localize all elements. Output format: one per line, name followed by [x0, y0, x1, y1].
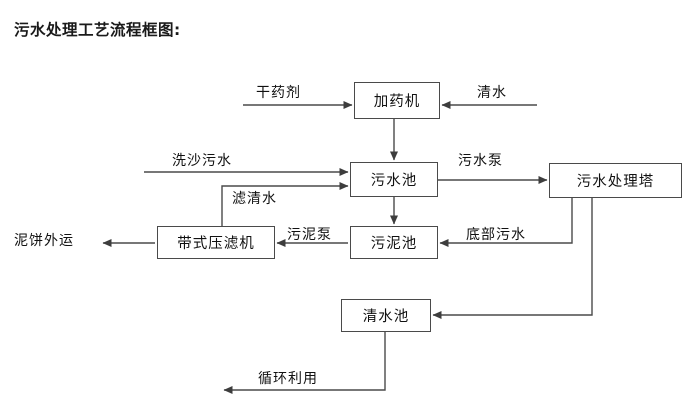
node-wastewater-pool-label: 污水池: [370, 173, 418, 189]
node-sludge-pool[interactable]: 污泥池: [350, 226, 438, 259]
page-title: 污水处理工艺流程框图:: [14, 21, 181, 39]
edge-label-filtered-water: 滤清水: [232, 191, 277, 207]
edge-bottom-sewage-to-sludge-pool: [439, 198, 573, 247]
node-dosing-machine-label: 加药机: [373, 94, 421, 110]
edge-label-clean-water-in: 清水: [477, 85, 507, 101]
edge-filtered-water-return: [221, 182, 349, 226]
terminal-label-mud-cake-out: 泥饼外运: [14, 233, 74, 249]
node-dosing-machine[interactable]: 加药机: [354, 82, 440, 119]
node-treatment-tower-label: 污水处理塔: [576, 174, 655, 190]
node-wastewater-pool[interactable]: 污水池: [350, 162, 438, 197]
edge-treatment-tower-to-clean-water-pool: [432, 198, 593, 319]
node-treatment-tower[interactable]: 污水处理塔: [549, 163, 682, 198]
edge-label-sludge-pump: 污泥泵: [287, 227, 332, 243]
edge-label-recycle-use: 循环利用: [258, 371, 318, 387]
edge-label-sand-wash-sewage: 洗沙污水: [172, 153, 232, 169]
node-clean-water-pool-label: 清水池: [362, 309, 410, 325]
node-sludge-pool-label: 污泥池: [370, 236, 418, 252]
edge-clean-water-pool-to-recycle: [223, 332, 386, 394]
node-clean-water-pool[interactable]: 清水池: [341, 299, 431, 332]
edge-label-bottom-sewage: 底部污水: [466, 227, 526, 243]
edge-label-dry-chemical: 干药剂: [256, 85, 301, 101]
node-belt-filter-press-label: 带式压滤机: [177, 236, 255, 252]
node-belt-filter-press[interactable]: 带式压滤机: [157, 226, 275, 259]
edge-label-sewage-pump: 污水泵: [458, 153, 503, 169]
